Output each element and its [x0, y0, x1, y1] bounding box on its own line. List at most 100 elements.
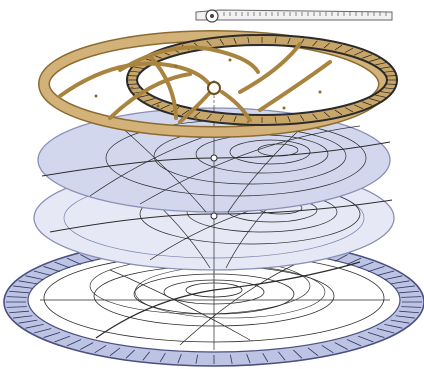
scale-tick [25, 324, 44, 329]
scale-tick [109, 347, 121, 357]
scale-tick [383, 87, 396, 90]
scale-tick [54, 261, 71, 269]
scale-tick [354, 50, 364, 56]
scale-tick [334, 44, 343, 51]
scale-tick [18, 280, 38, 285]
scale-tick [247, 37, 250, 44]
scale-tick [357, 335, 374, 343]
scale-tick [54, 335, 71, 343]
scale-tick [312, 113, 318, 120]
scale-tick [307, 347, 319, 357]
scale-tick [383, 70, 396, 73]
scale-tick [18, 319, 38, 324]
scale-tick [206, 40, 212, 47]
scale-tick [300, 114, 305, 122]
rete-center-hub [207, 81, 221, 95]
scale-tick [321, 345, 334, 354]
scale-tick [159, 352, 166, 363]
scale-tick [219, 38, 224, 46]
rete-star-pointers [94, 58, 322, 120]
scale-tick [125, 349, 135, 359]
scale-tick [229, 354, 233, 364]
scale-tick [193, 111, 201, 118]
scale-tick [262, 352, 269, 363]
plate-upper-center [210, 154, 218, 162]
scale-tick [376, 270, 395, 276]
scale-tick [395, 315, 415, 319]
scale-tick [132, 66, 145, 69]
scale-tick [142, 351, 151, 361]
scale-tick [274, 116, 277, 123]
scale-tick [144, 98, 155, 102]
scale-tick [390, 280, 410, 285]
scale-tick [181, 109, 190, 116]
scale-tick [346, 339, 362, 347]
scale-tick [385, 83, 398, 85]
scale-tick [206, 113, 212, 120]
scale-tick [126, 75, 139, 77]
astrolabe-rete [38, 30, 398, 138]
scale-tick [219, 114, 224, 122]
scale-tick [25, 275, 44, 280]
scale-tick [274, 37, 277, 44]
scale-tick [80, 342, 94, 350]
scale-tick [362, 101, 373, 106]
scale-tick [401, 296, 422, 298]
rule-bar [195, 9, 393, 21]
scale-tick [362, 54, 373, 59]
scale-tick [137, 94, 149, 98]
scale-tick [334, 254, 348, 262]
scale-tick [151, 101, 162, 106]
scale-tick [384, 275, 403, 280]
scale-tick [379, 66, 392, 69]
scale-tick [6, 306, 27, 308]
scale-tick [80, 254, 94, 262]
scale-tick [13, 285, 33, 289]
scale-tick [128, 70, 141, 73]
scale-tick [43, 332, 61, 338]
scale-tick [369, 98, 380, 102]
scale-tick [385, 75, 398, 77]
scale-tick [334, 109, 343, 116]
scale-tick [323, 111, 331, 118]
scale-tick [344, 107, 354, 113]
scale-tick [233, 37, 237, 44]
plate-lower-center [210, 212, 218, 220]
scale-tick [367, 332, 385, 338]
scale-tick [357, 261, 374, 269]
scale-tick [346, 257, 362, 265]
scale-tick [312, 40, 318, 47]
scale-tick [94, 345, 107, 354]
scale-tick [376, 328, 395, 334]
scale-tick [33, 270, 52, 276]
scale-tick [160, 104, 170, 110]
scale-tick [379, 91, 392, 94]
scale-tick [6, 296, 27, 298]
rete-tracery [58, 42, 332, 124]
scale-tick [390, 319, 410, 324]
scale-tick [395, 285, 415, 289]
scale-tick [375, 62, 387, 66]
scale-tick [293, 349, 303, 359]
scale-tick [233, 116, 237, 123]
scale-tick [354, 104, 364, 110]
scale-tick [399, 310, 419, 314]
scale-tick [323, 42, 331, 49]
scale-tick [126, 83, 139, 85]
rule-scale-ticks [223, 12, 387, 16]
scale-tick [344, 47, 354, 53]
rete-ecliptic-ticks [126, 37, 398, 123]
scale-tick [177, 354, 182, 364]
scale-tick [367, 266, 385, 272]
astrolabe-plate-upper [37, 107, 391, 213]
scale-tick [287, 37, 291, 44]
scale-tick [246, 354, 251, 364]
scale-tick [369, 58, 380, 62]
scale-tick [33, 328, 52, 334]
scale-tick [384, 324, 403, 329]
scale-tick [334, 342, 348, 350]
scale-tick [66, 257, 82, 265]
scale-tick [13, 315, 33, 319]
scale-tick [401, 306, 422, 308]
